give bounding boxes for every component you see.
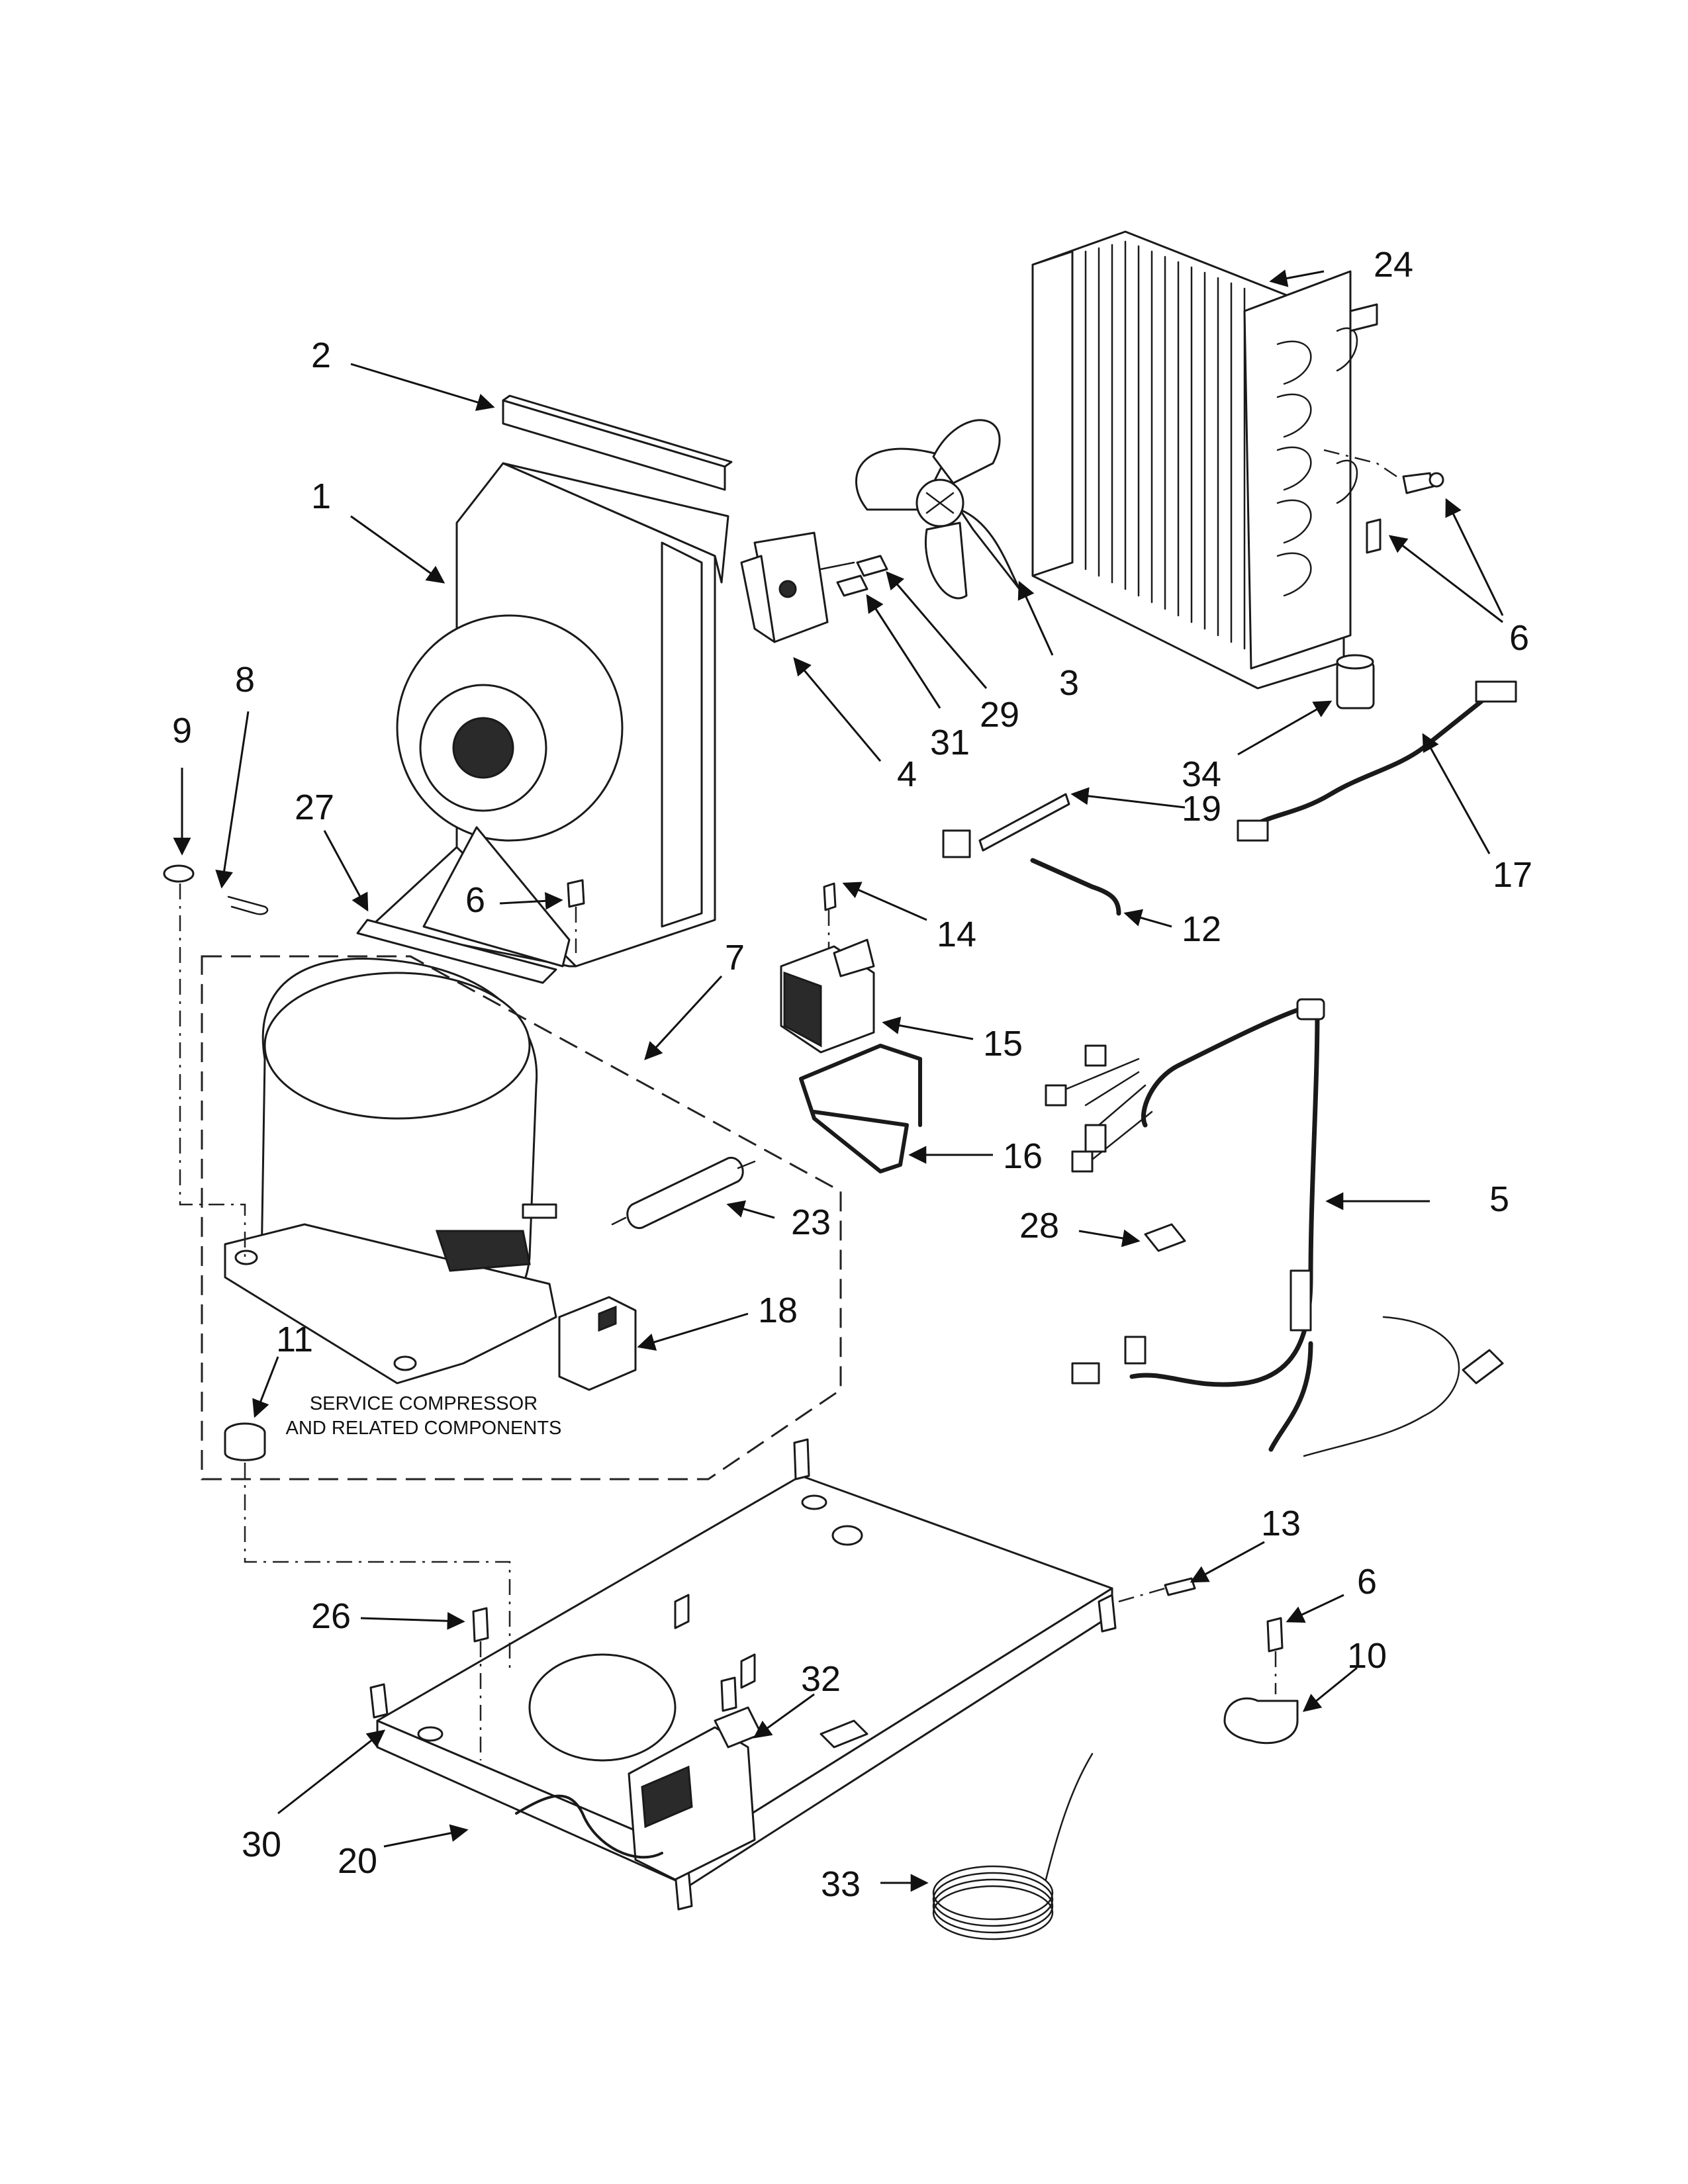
callout-2: 2 — [311, 336, 331, 375]
callout-1: 1 — [311, 477, 331, 516]
grommet-illustration — [224, 1422, 266, 1461]
capacitor-illustration — [1336, 654, 1375, 709]
callout-7: 7 — [725, 938, 745, 978]
drier-illustration — [611, 1157, 756, 1229]
callout-8: 8 — [235, 660, 255, 700]
callout-16: 16 — [1003, 1136, 1043, 1176]
callout-24: 24 — [1374, 245, 1413, 285]
relay-illustration — [558, 1296, 637, 1391]
clip-illustration — [1144, 1223, 1186, 1252]
callout-27: 27 — [295, 788, 334, 827]
callout-3: 3 — [1059, 663, 1079, 703]
wire-harness-17-illustration — [1237, 680, 1517, 842]
callout-34: 34 — [1182, 754, 1221, 794]
callout-30: 30 — [242, 1825, 281, 1864]
callout-4: 4 — [897, 754, 917, 794]
callout-31: 31 — [930, 723, 970, 762]
callout-26: 26 — [311, 1596, 351, 1636]
callout-28: 28 — [1019, 1206, 1059, 1246]
callout-9: 9 — [172, 711, 192, 751]
callout-labels: 1 2 3 4 5 6 6 6 7 8 9 10 11 12 13 14 15 … — [172, 245, 1532, 1904]
callout-32: 32 — [801, 1659, 841, 1699]
callout-6a: 6 — [1509, 618, 1529, 658]
callout-17: 17 — [1493, 855, 1532, 895]
screws-illustration — [836, 555, 888, 597]
water-valve-illustration — [628, 1676, 763, 1881]
callout-19: 19 — [1182, 789, 1221, 829]
callout-10: 10 — [1347, 1636, 1387, 1676]
fan-motor-illustration — [740, 531, 855, 643]
cable-tie-illustration — [942, 793, 1070, 858]
drain-tube-illustration — [515, 1794, 663, 1859]
callout-33: 33 — [821, 1864, 861, 1904]
condenser-screws-illustration — [1323, 449, 1444, 554]
tube-illustration — [1030, 858, 1121, 916]
clamp-illustration — [1223, 1617, 1299, 1745]
leader-lines — [173, 269, 1504, 1892]
screw-26-illustration — [472, 1607, 489, 1760]
main-wire-harness-illustration — [1045, 998, 1504, 1457]
tubing-coil-illustration — [932, 1752, 1094, 1940]
phantom-lines — [179, 884, 511, 1674]
compressor-illustration — [224, 958, 557, 1385]
callout-15: 15 — [983, 1024, 1023, 1064]
callout-12: 12 — [1182, 909, 1221, 949]
callout-13: 13 — [1261, 1504, 1301, 1543]
callout-18: 18 — [758, 1291, 798, 1330]
callout-5: 5 — [1489, 1179, 1509, 1219]
callout-20: 20 — [338, 1841, 377, 1881]
condenser-fan-shroud-illustration — [369, 462, 729, 968]
small-parts-illustration — [163, 864, 557, 984]
screw-13-illustration — [1118, 1577, 1196, 1603]
callout-23: 23 — [791, 1203, 831, 1242]
foam-strip-illustration — [502, 394, 733, 491]
service-kit-boundary — [201, 955, 842, 1480]
callout-29: 29 — [980, 695, 1019, 735]
callout-6b: 6 — [465, 880, 485, 920]
callout-14: 14 — [937, 915, 976, 954]
service-note-line-1: SERVICE COMPRESSOR — [310, 1393, 538, 1414]
callout-11: 11 — [276, 1320, 313, 1359]
screw-6-illustration — [567, 879, 585, 953]
bracket-illustration — [799, 1044, 922, 1173]
condenser-illustration — [1031, 230, 1378, 690]
callout-6c: 6 — [1357, 1562, 1377, 1602]
valve-coil-illustration — [780, 882, 875, 1054]
fan-blade-illustration — [855, 419, 1021, 600]
service-note-line-2: AND RELATED COMPONENTS — [286, 1418, 562, 1439]
